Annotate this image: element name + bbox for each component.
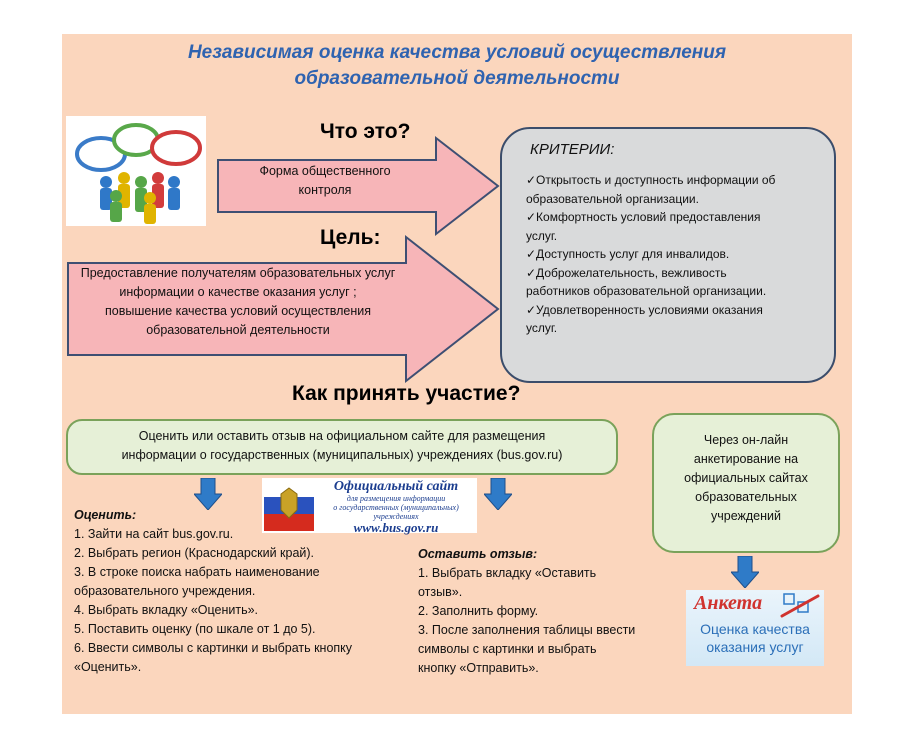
- rate-heading: Оценить:: [74, 508, 137, 522]
- online-box-line: официальных сайтах: [684, 471, 808, 485]
- anketa-line-1: Оценка качества: [700, 621, 810, 637]
- logo-url: www.bus.gov.ru: [353, 520, 439, 535]
- online-box-line: анкетирование на: [693, 452, 799, 466]
- criteria-line: ✓Открытость и доступность информации об: [526, 173, 776, 187]
- criteria-line: образовательной организации.: [526, 191, 699, 206]
- online-box: Через он-лайн анкетирование на официальн…: [652, 413, 840, 553]
- logo-line-3: о государственных (муниципальных): [333, 503, 459, 512]
- how-heading: Как принять участие?: [292, 382, 521, 405]
- review-line: кнопку «Отправить».: [418, 661, 539, 675]
- online-box-line: образовательных: [695, 490, 797, 504]
- criteria-line: ✓Доброжелательность, вежливость: [526, 265, 727, 280]
- rate-line: 5. Поставить оценку (по шкале от 1 до 5)…: [74, 622, 316, 636]
- review-line: отзыв».: [418, 585, 463, 599]
- people-speech-bubbles-icon: [66, 116, 206, 226]
- rate-section: Оценить: 1. Зайти на сайт bus.gov.ru. 2.…: [74, 506, 404, 677]
- criteria-line: работников образовательной организации.: [526, 284, 767, 298]
- bus-gov-logo: Официальный сайт для размещения информац…: [262, 478, 477, 535]
- criteria-list: ✓Открытость и доступность информации об …: [526, 171, 826, 338]
- site-box-line-1: Оценить или оставить отзыв на официально…: [138, 429, 546, 443]
- what-text-line-2: контроля: [298, 183, 352, 197]
- review-line: 3. После заполнения таблицы ввести: [418, 623, 636, 637]
- title-line-1: Независимая оценка качества условий осущ…: [187, 42, 727, 63]
- rate-line: 1. Зайти на сайт bus.gov.ru.: [74, 527, 234, 541]
- goal-heading: Цель:: [320, 226, 381, 249]
- review-line: символы с картинки и выбрать: [418, 642, 597, 656]
- rate-line: 3. В строке поиска набрать наименование: [74, 565, 320, 579]
- arrow-down-icon: [731, 556, 759, 588]
- criteria-line: ✓Комфортность условий предоставления: [526, 210, 761, 224]
- arrow-down-icon: [484, 478, 512, 510]
- online-box-line: Через он-лайн: [703, 433, 789, 447]
- what-arrow: [217, 135, 500, 237]
- site-box-line-2: информации о государственных (муниципаль…: [121, 448, 563, 462]
- goal-line: Предоставление получателям образовательн…: [80, 266, 396, 280]
- online-box-line: учреждений: [710, 509, 781, 523]
- rate-line: «Оценить».: [74, 660, 142, 674]
- rate-line: 2. Выбрать регион (Краснодарский край).: [74, 546, 315, 560]
- what-text-line-1: Форма общественного: [259, 164, 391, 178]
- logo-line-1: Официальный сайт: [333, 479, 459, 494]
- what-heading: Что это?: [320, 120, 411, 143]
- criteria-box: КРИТЕРИИ: ✓Открытость и доступность инфо…: [500, 127, 836, 383]
- criteria-line: услуг.: [526, 321, 558, 335]
- rate-line: 6. Ввести символы с картинки и выбрать к…: [74, 641, 353, 655]
- anketa-word: Анкета: [694, 592, 763, 614]
- what-text: Форма общественного контроля: [218, 162, 432, 200]
- anketa-banner: Анкета Оценка качества оказания услуг: [686, 590, 824, 666]
- pencil-icon: [780, 593, 820, 618]
- review-heading: Оставить отзыв:: [418, 547, 538, 561]
- goal-line: образовательной деятельности: [146, 323, 330, 337]
- title-line-2: образовательной деятельности: [294, 68, 620, 89]
- logo-line-2: для размещения информации: [346, 494, 446, 503]
- rate-line: образовательного учреждения.: [74, 584, 256, 598]
- arrow-down-icon: [194, 478, 222, 510]
- goal-arrow: [67, 234, 500, 384]
- page-title: Независимая оценка качества условий осущ…: [62, 40, 852, 92]
- review-section: Оставить отзыв: 1. Выбрать вкладку «Оста…: [418, 545, 658, 678]
- site-box: Оценить или оставить отзыв на официально…: [66, 419, 618, 475]
- logo-line-4: учреждениях: [373, 512, 419, 521]
- goal-line: информации о качестве оказания услуг ;: [119, 285, 357, 299]
- goal-line: повышение качества условий осуществления: [104, 304, 372, 318]
- coat-of-arms-icon: [264, 480, 314, 531]
- goal-text: Предоставление получателям образовательн…: [68, 264, 408, 340]
- rate-line: 4. Выбрать вкладку «Оценить».: [74, 603, 259, 617]
- criteria-line: ✓Доступность услуг для инвалидов.: [526, 247, 730, 261]
- review-line: 2. Заполнить форму.: [418, 604, 539, 618]
- review-line: 1. Выбрать вкладку «Оставить: [418, 566, 597, 580]
- criteria-heading: КРИТЕРИИ:: [530, 141, 615, 158]
- criteria-line: услуг.: [526, 228, 558, 243]
- criteria-line: ✓Удовлетворенность условиями оказания: [526, 302, 763, 317]
- anketa-line-2: оказания услуг: [706, 639, 804, 655]
